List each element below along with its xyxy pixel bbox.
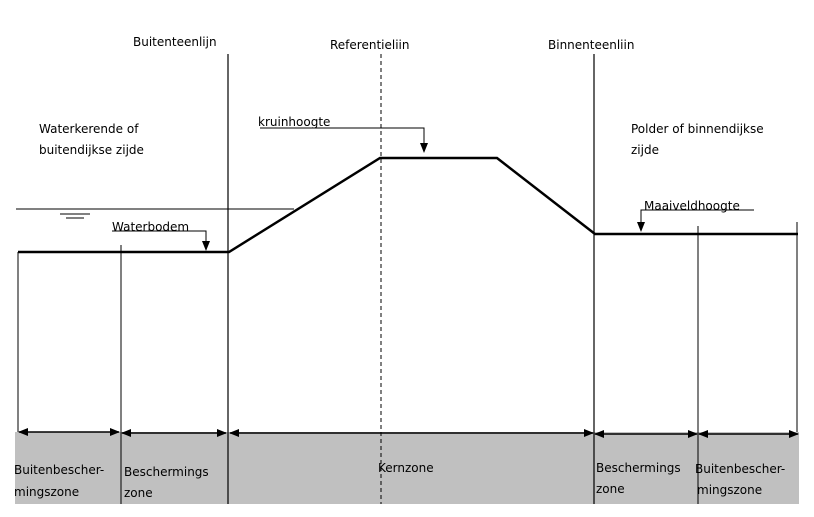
outer-protection-right-label-2: mingszone [697, 483, 762, 497]
protection-right-label-2: zone [596, 482, 625, 496]
water-bottom-label: Waterbodem [112, 220, 189, 234]
water-side-label-line2: buitendijkse zijde [39, 143, 144, 157]
water-side-label-line1: Waterkerende of [39, 122, 139, 136]
inner-toe-label: Binnenteenliin [548, 38, 634, 52]
core-zone-label: Kernzone [378, 461, 434, 475]
zone-band [15, 432, 799, 504]
reference-label: Referentieliin [330, 38, 409, 52]
outer-protection-left-label-1: Buitenbescher- [14, 463, 104, 477]
dike-profile [18, 156, 798, 254]
water-level-icon [60, 213, 90, 219]
protection-left-label-1: Beschermings [124, 465, 209, 479]
ground-level-label: Maaiveldhoogte [644, 199, 740, 213]
polder-side-label-line1: Polder of binnendijkse [631, 122, 764, 136]
outer-protection-right-label-1: Buitenbescher- [695, 462, 785, 476]
crest-level-pointer [260, 127, 428, 153]
outer-protection-left-label-2: mingszone [14, 485, 79, 499]
crest-level-label: kruinhoogte [258, 115, 330, 129]
water-bottom-pointer [112, 230, 210, 251]
polder-side-label-line2: zijde [631, 143, 659, 157]
protection-right-label-1: Beschermings [596, 461, 681, 475]
outer-toe-label: Buitenteenlijn [133, 35, 217, 49]
ground-level-pointer [637, 209, 754, 232]
protection-left-label-2: zone [124, 486, 153, 500]
